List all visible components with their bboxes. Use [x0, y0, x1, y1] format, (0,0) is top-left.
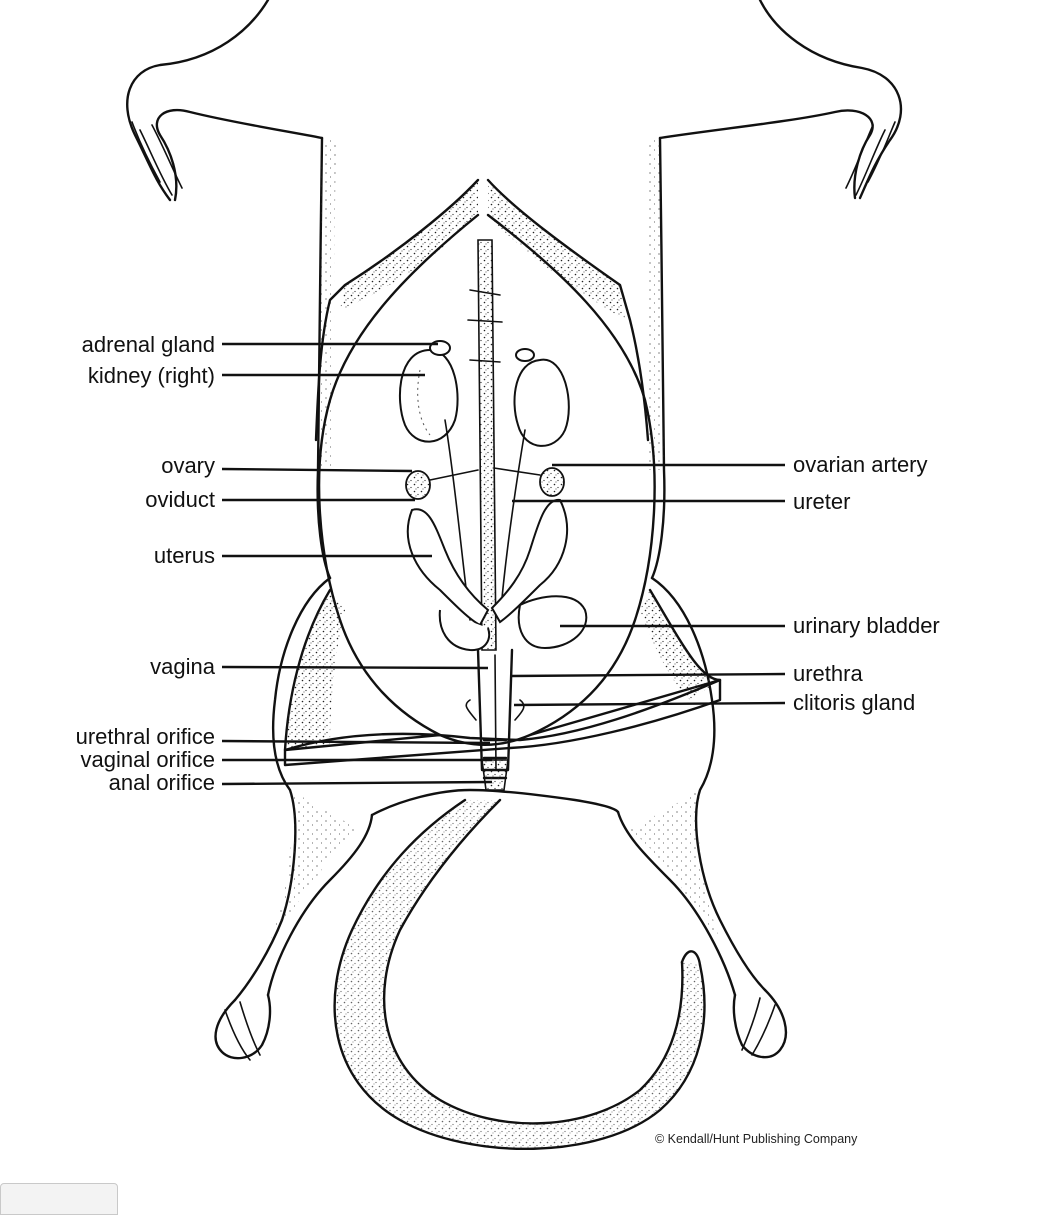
label-kidney-right: kidney (right): [88, 363, 215, 388]
label-urethra: urethra: [793, 661, 863, 686]
urinary-bladder-shape: [517, 595, 588, 650]
kidney-left-shape: [513, 358, 570, 447]
copyright-credit: © Kendall/Hunt Publishing Company: [655, 1132, 858, 1146]
bottom-tab-edge: [0, 1183, 118, 1215]
rat-body: [126, 0, 903, 1151]
label-vagina: vagina: [150, 654, 216, 679]
label-ureter: ureter: [793, 489, 850, 514]
label-ovary: ovary: [161, 453, 215, 478]
kidney-right-shape: [399, 348, 459, 443]
label-anal-orifice: anal orifice: [109, 770, 215, 795]
label-clitoris-gland: clitoris gland: [793, 690, 915, 715]
leader-lines: [221, 342, 786, 786]
labels-right: ovarian artery ureter urinary bladder ur…: [793, 452, 940, 715]
label-vaginal-orifice: vaginal orifice: [80, 747, 215, 772]
labels-left: adrenal gland kidney (right) ovary ovidu…: [76, 332, 216, 795]
label-oviduct: oviduct: [145, 487, 215, 512]
organs: [399, 239, 588, 791]
label-adrenal-gland: adrenal gland: [82, 332, 215, 357]
label-urethral-orifice: urethral orifice: [76, 724, 215, 749]
label-ovarian-artery: ovarian artery: [793, 452, 928, 477]
label-uterus: uterus: [154, 543, 215, 568]
label-urinary-bladder: urinary bladder: [793, 613, 940, 638]
